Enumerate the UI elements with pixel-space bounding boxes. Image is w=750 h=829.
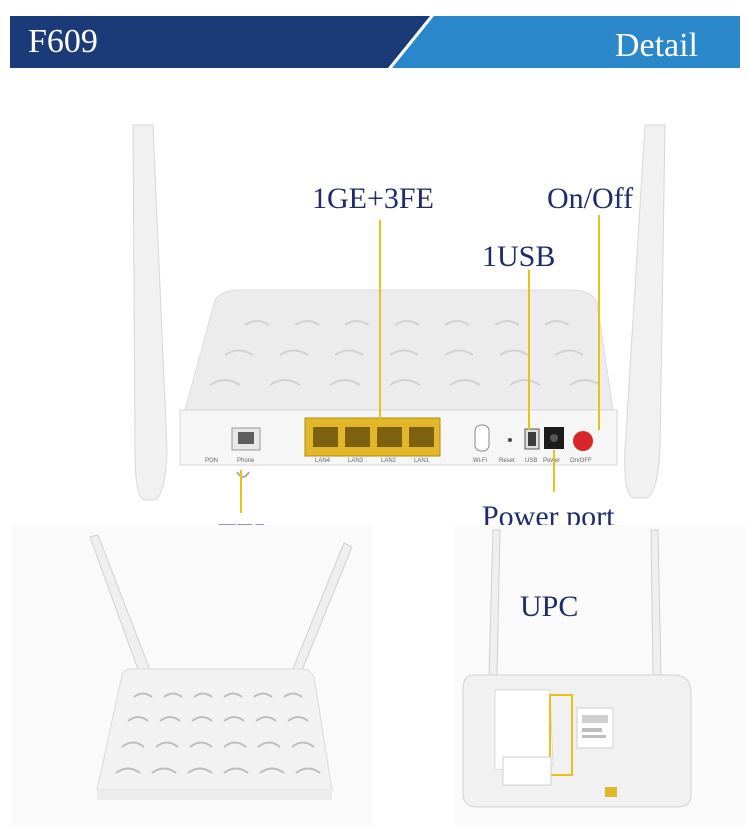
callout-ports: 1GE+3FE <box>312 182 434 215</box>
label-lan3: LAN3 <box>348 458 364 464</box>
router-bottom-photo <box>455 525 745 825</box>
label-lan4: LAN4 <box>315 458 331 464</box>
label-lan2: LAN2 <box>381 458 397 464</box>
label-usb: USB <box>525 458 537 464</box>
label-lan1: LAN1 <box>414 458 430 464</box>
callout-lines <box>240 215 600 513</box>
product-title: F609 <box>28 23 98 60</box>
label-wifi: Wi-Fi <box>473 458 487 464</box>
label-pon: PON <box>205 458 218 464</box>
router-rear-photo: PON Phone LAN4 LAN3 LAN2 LAN1 Wi-Fi Rese… <box>132 124 666 513</box>
detail-label: Detail <box>614 27 698 64</box>
label-phone: Phone <box>237 458 255 464</box>
label-onoff: On/OFF <box>570 458 592 464</box>
header-banner: F609 Detail <box>10 16 740 68</box>
callout-onoff: On/Off <box>547 182 634 215</box>
router-front-photo <box>12 525 372 825</box>
callout-upc: UPC <box>520 590 579 623</box>
callout-usb: 1USB <box>482 240 556 273</box>
label-reset: Reset <box>499 458 515 464</box>
label-power: Power <box>543 458 560 464</box>
